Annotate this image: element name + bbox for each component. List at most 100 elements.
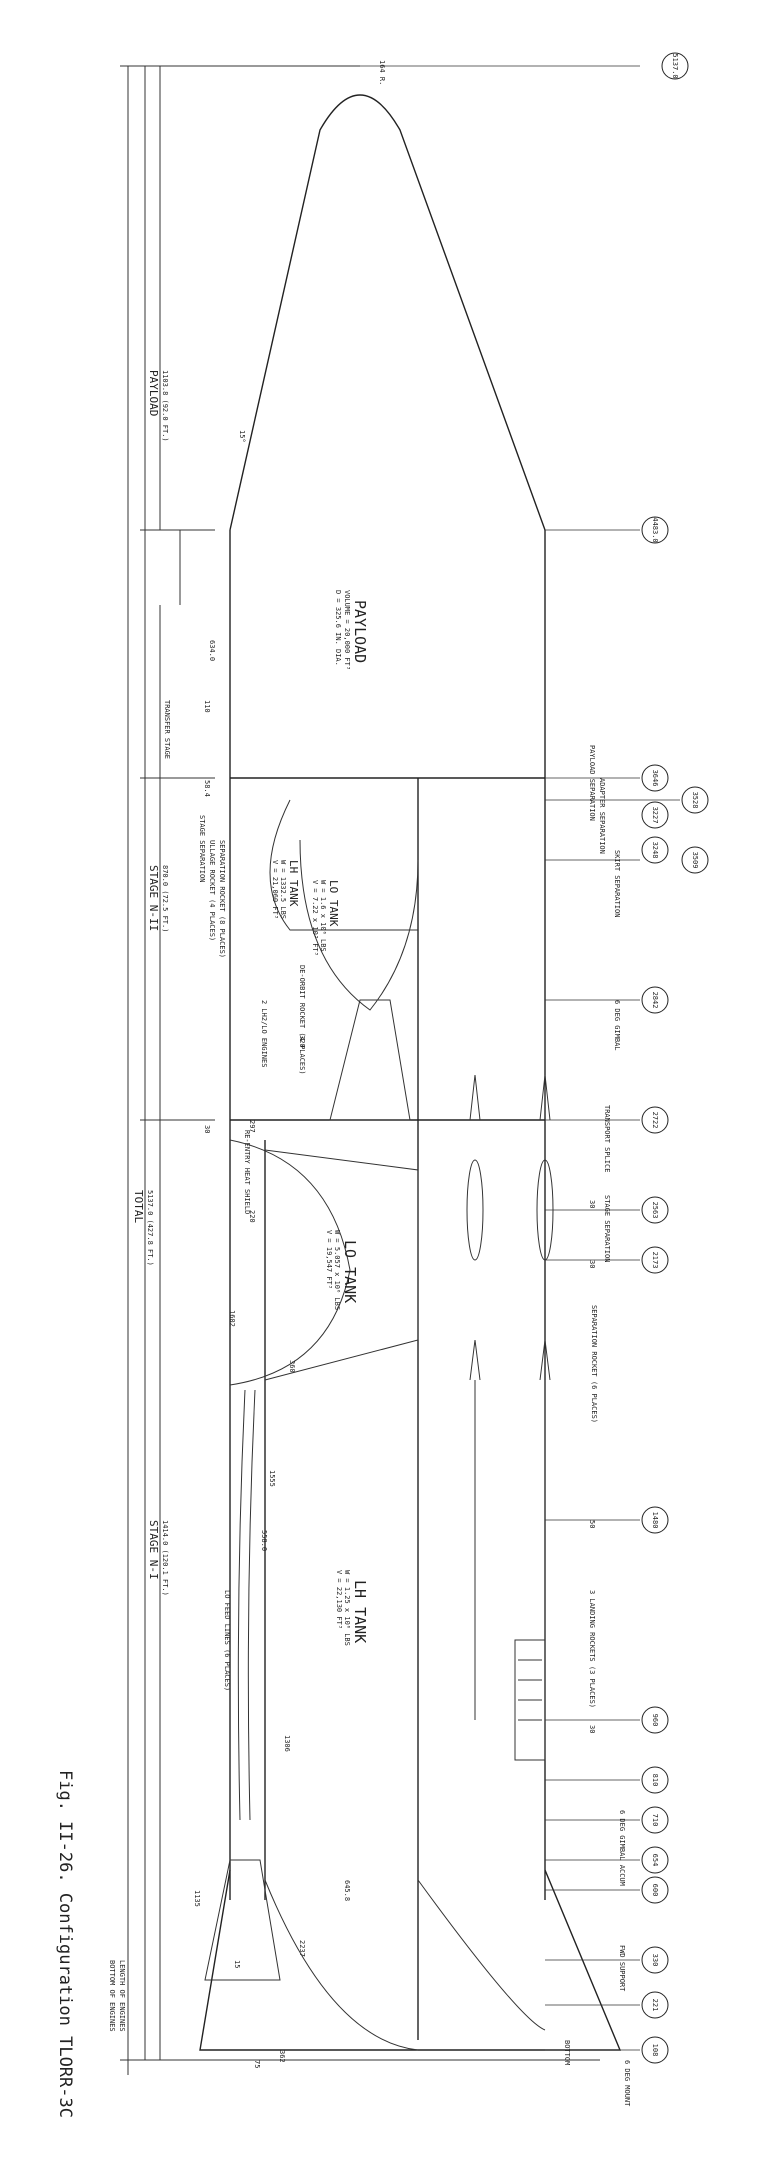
- station-circle: [641, 1846, 669, 1874]
- callout-skirt-sep: SKIRT SEPARATION: [613, 850, 621, 917]
- station-circle: [681, 786, 709, 814]
- lo-upper-l2: W = 1.6 x 10⁶ LBS: [319, 880, 327, 952]
- dim-320: 320: [298, 1035, 306, 1048]
- lh-lower-l2: W = 1.25 x 10⁶ LBS: [343, 1570, 351, 1646]
- callout-lo-feed: LO FEED LINES (6 PLACES): [223, 1590, 231, 1691]
- station-label: 2842: [651, 992, 659, 1009]
- dim-110: 110: [203, 700, 211, 713]
- dim-1602: 1602: [228, 1310, 236, 1327]
- caption-text: Fig. II-26. Configuration TLORR-3C: [55, 1770, 75, 2118]
- payload-box-l2: VOLUME = 20,000 FT³: [343, 590, 351, 670]
- dim-634: 634.0: [208, 640, 216, 661]
- dim-nose-radius: 164 R.: [378, 60, 386, 85]
- vehicle-outline: [199, 94, 622, 2051]
- callout-transport-splice: TRANSPORT SPLICE: [603, 1105, 611, 1172]
- callout-bottom: BOTTOM: [563, 2040, 571, 2065]
- station-label: 3646: [651, 770, 659, 787]
- dim-total-value: 5137.0 (427.8 FT.): [146, 1190, 154, 1266]
- station-label: 960: [651, 1714, 659, 1727]
- dim-n2-title: STAGE N-II: [147, 865, 160, 931]
- misc-dimensions: 164 R. 15° 634.0 58.4 110 30 30 30 50 30…: [108, 60, 596, 2068]
- station-markers: [300, 65, 680, 2051]
- station-label: 221: [651, 1999, 659, 2012]
- dim-1555: 1555: [268, 1470, 276, 1487]
- callout-gimbal: 6 DEG GIMBAL: [613, 1000, 621, 1051]
- dim-30c: 30: [588, 1260, 596, 1268]
- station-circle: [641, 1506, 669, 1534]
- figure-caption: Fig. II-26. Configuration TLORR-3C: [55, 1770, 75, 2118]
- dim-fairing-angle: 15°: [238, 430, 246, 443]
- dim-1135: 1135: [193, 1890, 201, 1907]
- station-label: 4483.0: [651, 517, 659, 542]
- station-label: 810: [651, 1774, 659, 1787]
- callout-gimbal-accum: 6 DEG GIMBAL ACCUM: [618, 1810, 626, 1886]
- dim-total-title: TOTAL: [132, 1190, 145, 1223]
- dim-transfer-title: TRANSFER STAGE: [163, 700, 171, 759]
- overall-dimension-lines: [120, 65, 600, 2075]
- dim-362: 362: [278, 2050, 286, 2063]
- callout-engine-length: LENGTH OF ENGINES: [118, 1960, 126, 2032]
- note-bottom-engines: BOTTOM OF ENGINES: [108, 1960, 116, 2032]
- station-circle: [661, 52, 689, 80]
- callout-stage-sep: STAGE SEPARATION: [603, 1195, 611, 1262]
- lh-lower-l3: V = 22,130 FT³: [335, 1570, 343, 1629]
- callout-deorbit: DE-ORBIT ROCKET (4 PLACES): [298, 965, 306, 1075]
- lo-upper-l3: V = 7.22 x 10³ FT³: [311, 880, 319, 956]
- dim-297a: 297: [248, 1120, 256, 1133]
- dim-n2-value: 870.0 (72.5 FT.): [161, 865, 169, 932]
- station-label: 108: [651, 2044, 659, 2057]
- dim-30b: 30: [588, 1200, 596, 1208]
- station-circle: [641, 1106, 669, 1134]
- dim-50: 50: [588, 1520, 596, 1528]
- station-label: 654: [651, 1854, 659, 1867]
- station-circle: [641, 836, 669, 864]
- station-circle: [641, 1766, 669, 1794]
- dim-558: 558.0: [260, 1530, 268, 1551]
- dim-payload-value: 1103.8 (92.0 FT.): [161, 370, 169, 442]
- station-circle: [641, 801, 669, 829]
- dim-360: 360: [288, 1360, 296, 1373]
- payload-box-l3: D = 325.6 IN. DIA.: [334, 590, 342, 666]
- dim-220: 220: [248, 1210, 256, 1223]
- callout-adapter-sep: ADAPTER SEPARATION: [598, 778, 606, 854]
- station-circle: [641, 1196, 669, 1224]
- station-circle: [681, 846, 709, 874]
- station-label: 710: [651, 1814, 659, 1827]
- station-circle: [641, 764, 669, 792]
- lh-lower-l1: LH TANK: [351, 1580, 369, 1643]
- callout-ullage: ULLAGE ROCKET (4 PLACES): [208, 840, 216, 941]
- station-circle: [641, 1246, 669, 1274]
- station-label: 2563: [651, 1202, 659, 1219]
- station-circles: 5137.04483.03646352835093227324828422722…: [641, 52, 709, 2064]
- callout-payload-sep: PAYLOAD SEPARATION: [588, 745, 596, 821]
- station-label: 5137.0: [671, 53, 679, 78]
- internal-structure: [204, 799, 554, 2051]
- dim-n1-title: STAGE N-I: [147, 1520, 160, 1580]
- station-label: 2173: [651, 1252, 659, 1269]
- station-circle: [641, 1946, 669, 1974]
- dim-30d: 30: [588, 1725, 596, 1733]
- callout-fwd-support: FWD SUPPORT: [618, 1945, 626, 1992]
- overall-dimension-labels: PAYLOAD 1103.8 (92.0 FT.) TRANSFER STAGE…: [132, 370, 171, 1596]
- callout-heat-shield: RE-ENTRY HEAT SHIELD: [243, 1130, 251, 1214]
- dim-1306: 1306: [283, 1735, 291, 1752]
- lh-upper-l3: V = 21,060 FT³: [271, 860, 279, 919]
- dim-2237: 2237: [298, 1940, 306, 1957]
- lo-upper-l1: LO TANK: [327, 880, 340, 927]
- interior-labels: PAYLOAD VOLUME = 20,000 FT³ D = 325.6 IN…: [271, 590, 369, 1646]
- dim-payload-title: PAYLOAD: [147, 370, 160, 416]
- station-label: 330: [651, 1954, 659, 1967]
- lo-lower-l2: W = 5.057 x 10⁶ LBS: [333, 1230, 341, 1310]
- callouts: PAYLOAD SEPARATION ADAPTER SEPARATION SK…: [118, 745, 631, 2107]
- station-label: 3528: [691, 792, 699, 809]
- payload-fairing: [229, 94, 546, 531]
- station-circle: [641, 1806, 669, 1834]
- station-circle: [641, 1876, 669, 1904]
- lo-lower-l1: LO TANK: [341, 1240, 359, 1303]
- lh-upper-l1: LH TANK: [287, 860, 300, 907]
- lo-lower-l3: V = 19,547 FT³: [325, 1230, 333, 1289]
- station-label: 3509: [691, 852, 699, 869]
- station-label: 2722: [651, 1112, 659, 1129]
- callout-mount: 6 DEG MOUNT: [623, 2060, 631, 2107]
